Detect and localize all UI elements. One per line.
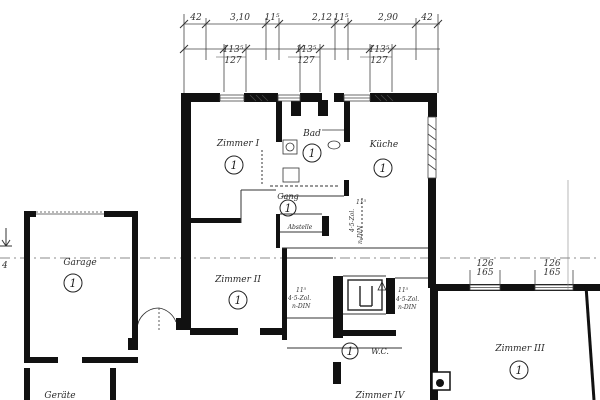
window-kitchen-right: [427, 116, 437, 179]
label-gang: Gang: [277, 192, 298, 201]
window-dim-top-3: 113⁵: [369, 45, 390, 55]
garage-walls: [24, 211, 138, 400]
window-dim-top-2: 113⁵: [296, 45, 317, 55]
room-number-kueche-text: 1: [380, 162, 387, 175]
room-number-wc-text: 1: [347, 345, 354, 358]
section-arrow: [0, 228, 12, 247]
annex-windows: [469, 284, 574, 291]
room-number-bad-text: 1: [309, 147, 316, 160]
house-walls: [176, 93, 437, 384]
note-1-line-2: n-DIN: [357, 225, 364, 244]
dim-3-10: 3,10: [230, 13, 250, 23]
annex-window-dim-bottom-2: 165: [543, 268, 560, 278]
annex-corner-line: [584, 285, 596, 400]
room-number-kueche: 1: [373, 158, 393, 178]
annex-walls: [430, 284, 600, 400]
annex-window-dim-bottom-1: 165: [476, 268, 493, 278]
door-swings: [136, 307, 177, 331]
label-wc: W.C.: [371, 347, 389, 356]
room-number-zimmer-2-text: 1: [235, 294, 242, 307]
window-dim-bottom-3: 127: [370, 56, 387, 66]
dimension-lines: [183, 14, 440, 93]
note-2-line-2: n-DIN: [292, 303, 311, 310]
label-abstelle: Abstelle: [287, 224, 313, 231]
room-number-bad: 1: [302, 143, 322, 163]
section-mark: 4: [1, 261, 8, 271]
dimension-ticks: [179, 19, 443, 54]
stairwell: [347, 279, 387, 311]
note-2-line-1: 4·5-Zol.: [287, 295, 311, 302]
room-number-zimmer-2: 1: [228, 290, 248, 310]
room-number-zimmer-1: 1: [224, 155, 244, 175]
dim-2-90: 2,90: [377, 13, 398, 23]
room-number-zimmer-3-text: 1: [516, 364, 523, 377]
label-bad: Bad: [302, 129, 321, 139]
label-zimmer-1: Zimmer I: [216, 139, 260, 149]
dim-42-left: 42: [189, 13, 202, 23]
room-number-garage-text: 1: [70, 277, 77, 290]
label-zimmer-4: Zimmer IV: [355, 391, 406, 400]
window-dim-top-1: 113⁵: [223, 45, 244, 55]
note-1-line-1: 4·5-Zol.: [349, 209, 356, 233]
bath-fixtures: [282, 129, 344, 183]
garage-door: [36, 211, 104, 215]
note-1-top: 11⁵: [356, 199, 367, 206]
dim-2-12: 2,12: [311, 13, 332, 23]
room-number-gang-text: 1: [285, 202, 292, 215]
windows-top: [219, 94, 394, 102]
room-number-zimmer-3: 1: [509, 360, 529, 380]
room-number-gang: 1: [279, 199, 297, 217]
label-garage: Garage: [63, 258, 96, 268]
dim-11-5-a: 11⁵: [264, 13, 279, 23]
room-number-zimmer-1-text: 1: [231, 159, 238, 172]
window-dim-bottom-1: 127: [224, 56, 241, 66]
room-number-garage: 1: [63, 273, 83, 293]
label-zimmer-3: Zimmer III: [494, 344, 545, 354]
label-geraete: Geräte: [44, 391, 75, 400]
note-3-line-1: 4·5-Zol.: [395, 296, 419, 303]
annex-dims: [469, 270, 574, 285]
annex-window-dim-top-1: 126: [476, 259, 493, 269]
annex-window-dim-top-2: 126: [543, 259, 560, 269]
note-3-top: 11⁵: [398, 287, 409, 294]
partition-lines: [240, 150, 428, 349]
label-zimmer-2: Zimmer II: [214, 275, 261, 285]
note-2-top: 11⁵: [296, 287, 307, 294]
dim-42-right: 42: [420, 13, 433, 23]
note-3-line-2: n-DIN: [398, 304, 417, 311]
label-kueche: Küche: [369, 140, 399, 150]
dim-11-5-b: 11⁵: [333, 13, 348, 23]
room-number-wc: 1: [341, 342, 359, 360]
window-dim-bottom-2: 127: [297, 56, 314, 66]
annex-fixture: [431, 371, 451, 391]
